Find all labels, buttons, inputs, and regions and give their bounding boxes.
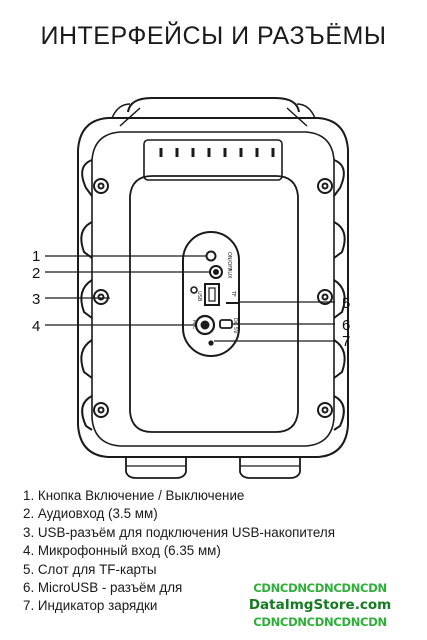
callout-3: 3 [32,291,41,308]
label-aux: AUX [226,268,232,279]
power-button [205,250,217,262]
page-title: ИНТЕРФЕЙСЫ И РАЗЪЁМЫ [40,22,387,50]
callout-6: 6 [342,317,351,334]
usb-port [204,283,220,306]
callout-7: 7 [342,333,351,350]
small-button [190,286,198,294]
rear-panel [129,175,299,433]
charge-indicator [208,340,214,346]
label-tf: TF [230,290,236,297]
right-bumpers [317,159,346,431]
left-bumpers [80,159,109,431]
label-usb: USB [196,291,202,302]
watermark: CDNCDNCDNCDNCDN DataImgStore.com CDNCDNC… [240,580,400,631]
watermark-bottom: CDNCDNCDNCDNCDN [253,615,387,629]
legend-item: 3. USB-разъём для подключения USB-накопи… [23,524,335,540]
leader-lines [45,255,335,342]
label-dc: DC 5V [232,318,238,334]
callout-1: 1 [32,248,41,265]
speaker-handle [127,97,300,113]
label-power: ON/OFF [226,252,232,271]
speaker-outer-body [77,117,349,458]
bottom-foot-left [125,457,187,479]
legend-item: 6. MicroUSB - разъём для [23,580,183,596]
legend-item: 2. Аудиовход (3.5 мм) [23,506,158,522]
callout-2: 2 [32,265,41,282]
callout-5: 5 [342,295,351,312]
speaker-inner-frame [91,131,335,447]
top-recess [143,139,283,181]
top-vent-marks [159,148,275,157]
callout-4: 4 [32,318,41,335]
legend-item: 7. Индикатор зарядки [23,598,158,614]
microusb-port [219,319,233,329]
watermark-top: CDNCDNCDNCDNCDN [253,581,387,595]
connector-plate [182,231,240,357]
connector-legend: 1. Кнопка Включение / Выключение 2. Ауди… [23,487,335,616]
legend-item: 1. Кнопка Включение / Выключение [23,488,245,503]
watermark-site: DataImgStore.com [248,597,392,613]
legend-item: 5. Слот для TF-карты [23,561,157,577]
bottom-foot-right [239,457,301,479]
legend-item: 4. Микрофонный вход (6.35 мм) [23,543,221,559]
